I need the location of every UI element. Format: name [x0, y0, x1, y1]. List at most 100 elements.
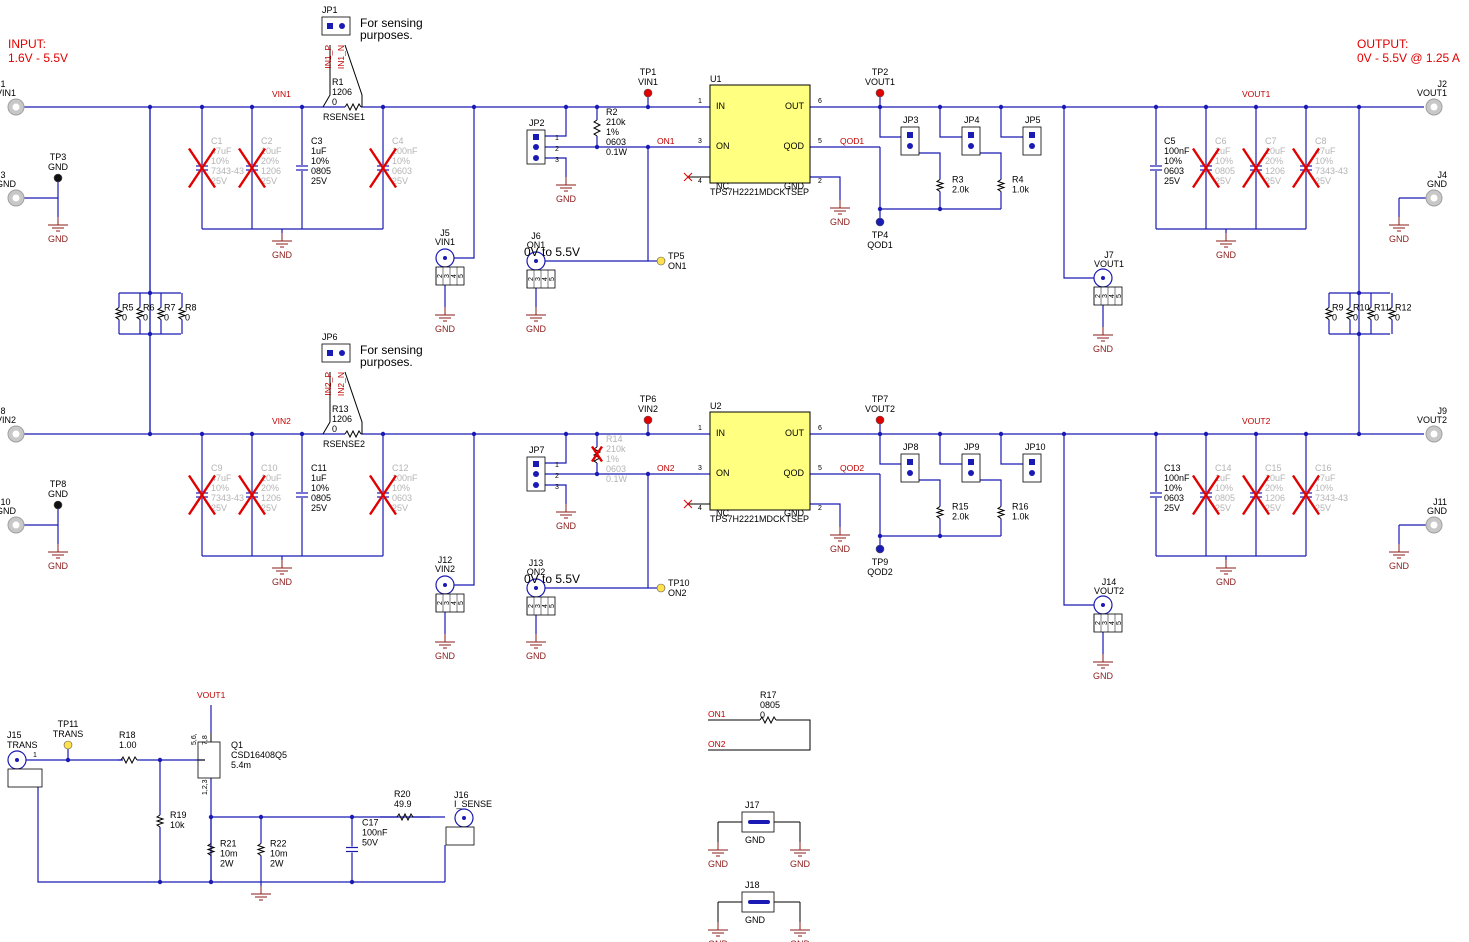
resistor-value: 0 [332, 97, 337, 107]
connector-ref: J6 [531, 231, 541, 241]
resistor-body [1387, 307, 1397, 320]
wire [545, 484, 567, 504]
wire [344, 371, 363, 434]
capacitor-value: 0805 [1215, 493, 1235, 503]
banana-jack: J10GND [0, 497, 25, 534]
wire [545, 474, 649, 589]
ground-label: GND [790, 939, 811, 942]
wire [322, 45, 331, 108]
connector-ref: J5 [440, 228, 450, 238]
capacitor-value: 47uF [1315, 146, 1336, 156]
capacitor-value: 100nF [1164, 146, 1190, 156]
testpoint-net: VOUT2 [865, 404, 895, 414]
connector-ref: J13 [529, 558, 544, 568]
resistor-body [996, 179, 1006, 192]
sensing-note: purposes. [360, 28, 413, 42]
capacitor-value: 7343-43 [1315, 166, 1348, 176]
net-label-qod: QOD2 [840, 463, 864, 473]
banana-jack: J1VIN1 [0, 79, 25, 116]
dnp-mark [591, 445, 603, 463]
connector-net: VIN2 [435, 564, 455, 574]
capacitor-value: 25V [1164, 503, 1180, 513]
resistor-body [344, 102, 362, 112]
wire-junction [147, 331, 153, 337]
capacitor-value: 0805 [311, 493, 331, 503]
capacitor-ref: C11 [311, 463, 327, 473]
coax-pin-number: 5 [458, 601, 465, 605]
jumper-ref: JP9 [964, 442, 980, 452]
jumper-pin-number: 3 [555, 484, 559, 491]
coax-pin-number: 2 [528, 604, 535, 608]
capacitor-ref: C13 [1164, 463, 1181, 473]
resistor-value: 1.0k [1012, 185, 1030, 195]
resistor-ref: R11 [1374, 303, 1390, 313]
capacitor-value: 20% [1265, 483, 1283, 493]
coax-center [443, 256, 447, 260]
ground-label: GND [708, 859, 729, 869]
capacitor-ref: C7 [1265, 136, 1277, 146]
capacitor-value: 25V [261, 503, 277, 513]
ground-symbol: GND [1216, 233, 1237, 260]
banana-jack: J8VIN2 [0, 406, 25, 443]
ground-label: GND [435, 324, 456, 334]
connector-ref: J2 [1437, 79, 1447, 89]
wire [1000, 107, 1023, 138]
capacitor-ref: C6 [1215, 136, 1227, 146]
jumper-ref: JP5 [1025, 115, 1041, 125]
resistor-ref: R13 [332, 404, 349, 414]
dnp-mark [238, 474, 266, 516]
jumper-pin [327, 350, 333, 356]
resistor-value: 0 [1353, 313, 1358, 323]
wire [344, 44, 363, 107]
output-note-range: 0V - 5.5V @ 1.25 A [1357, 51, 1460, 65]
dnp-mark [1242, 474, 1270, 516]
resistor-value: 210k [606, 117, 626, 127]
coax-pin-number: 4 [451, 274, 458, 278]
ic-pin-number: 1 [698, 425, 702, 432]
ic-pin-number: 4 [698, 505, 702, 512]
coax-center [534, 259, 538, 263]
resistor-value: 0 [1395, 313, 1400, 323]
jumper-ref: JP1 [322, 5, 338, 15]
jumper-pin [533, 471, 539, 477]
capacitor-value: 25V [1265, 176, 1281, 186]
wire [545, 157, 567, 177]
jumper-pin-number: 2 [555, 473, 559, 480]
ground-symbol: GND [48, 217, 69, 244]
net-label-on: ON1 [657, 136, 675, 146]
jumper-pin [907, 470, 913, 476]
resistor-body [256, 843, 266, 856]
wire [810, 503, 841, 527]
ground-symbol: GND [1216, 560, 1237, 587]
jumper-pin [533, 155, 539, 161]
testpoint-ref: TP1 [640, 67, 657, 77]
coax-pin-number: 2 [1095, 294, 1102, 298]
ground-symbol [251, 886, 271, 901]
connector-ref: J3 [0, 170, 6, 180]
resistor-body [344, 429, 362, 439]
jumper-pin [1029, 459, 1035, 465]
capacitor-ref: C14 [1215, 463, 1232, 473]
banana-jack: J3GND [0, 170, 25, 207]
wire [536, 107, 567, 137]
sensing-note: For sensing [360, 16, 423, 30]
ic-ref: U1 [710, 74, 722, 84]
coax-pin-number: 3 [1102, 294, 1109, 298]
capacitor-value: 20% [1265, 156, 1283, 166]
dnp-mark [238, 147, 266, 189]
resistor-value: 1% [606, 127, 619, 137]
resistor-body [114, 307, 124, 320]
resistor-ref: R6 [143, 303, 155, 313]
resistor-value: 0 [143, 313, 148, 323]
resistor-body [155, 814, 165, 828]
testpoint-net: VIN1 [638, 77, 658, 87]
capacitor-value: 1uF [1215, 146, 1231, 156]
resistor-body [996, 506, 1006, 519]
coax-pin-number: 5 [1116, 294, 1123, 298]
dnp-mark [369, 474, 397, 516]
resistor-value: 49.9 [394, 799, 412, 809]
dnp-mark [369, 147, 397, 189]
capacitor-value: 25V [211, 503, 227, 513]
